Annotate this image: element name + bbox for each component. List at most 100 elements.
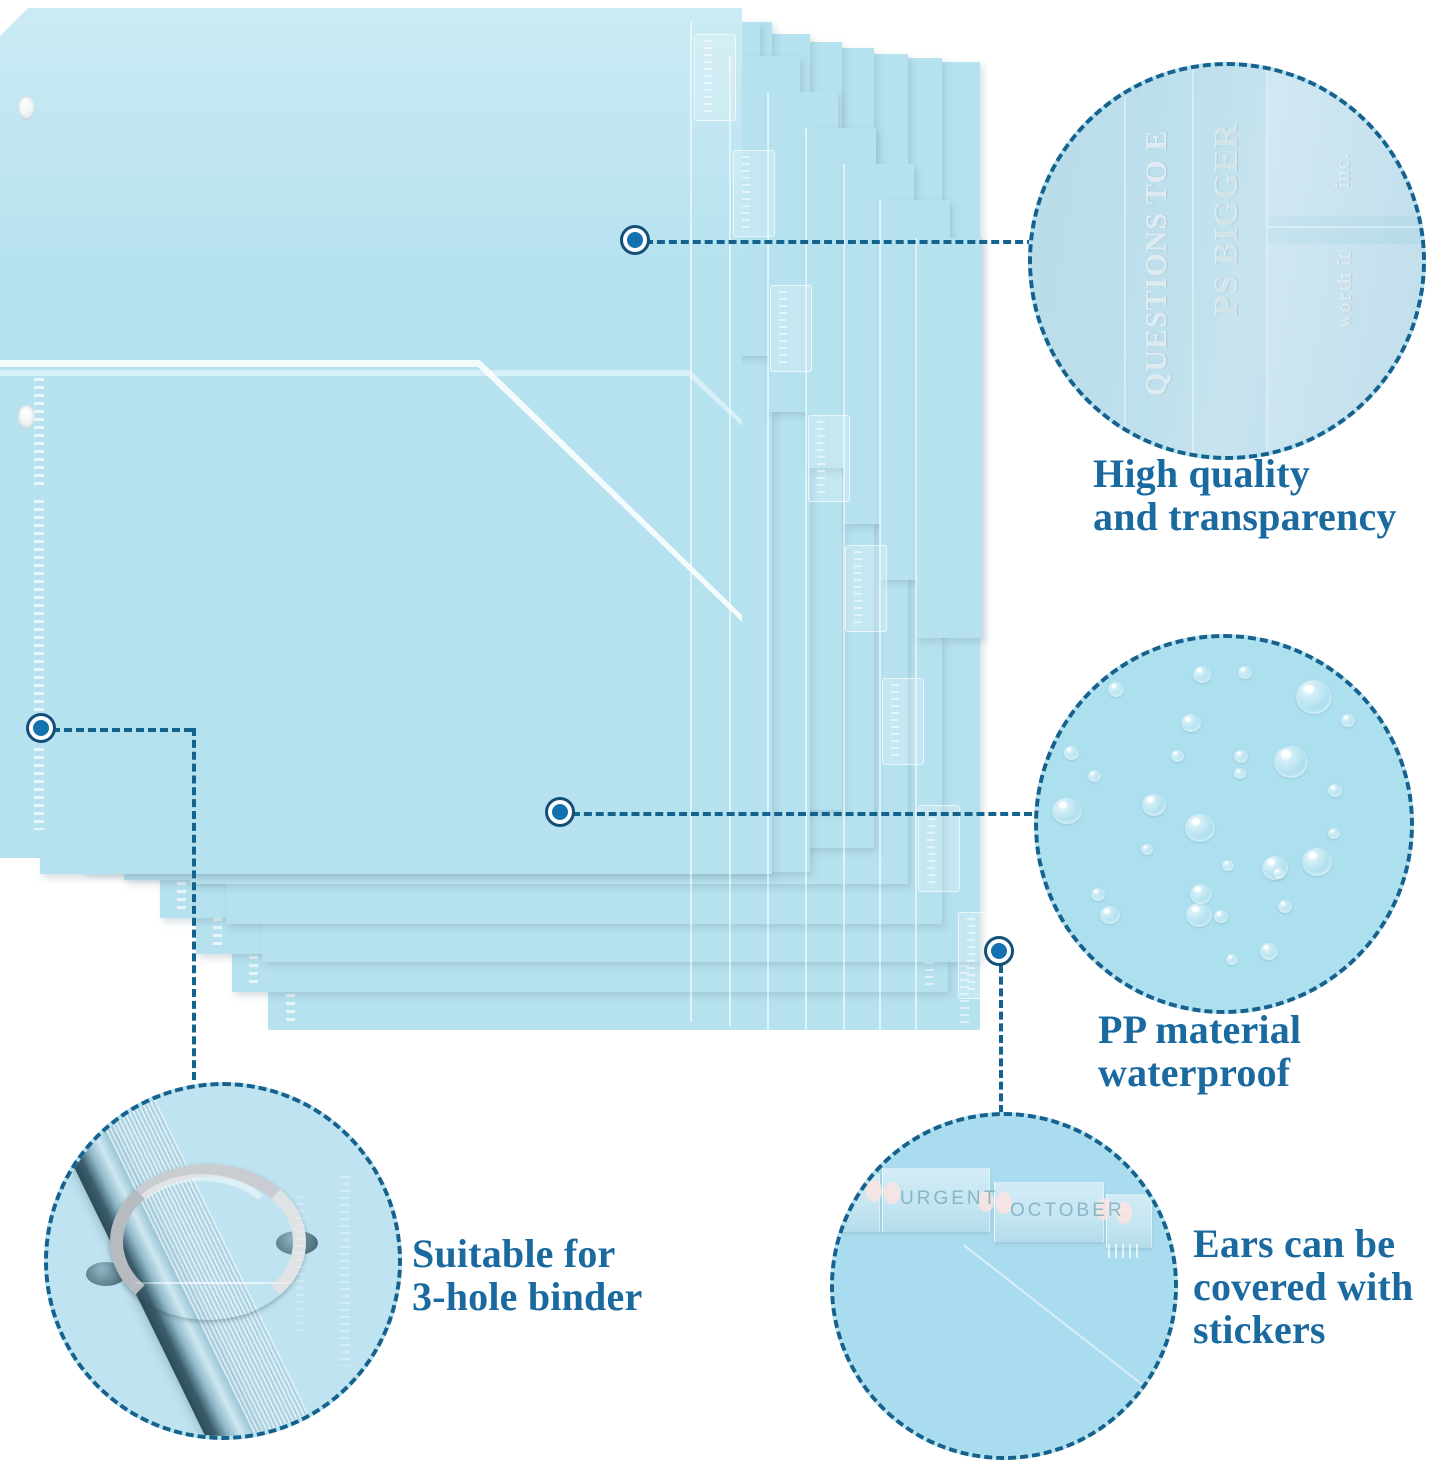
callout-circle-stickers: URGENT OCTOBER	[830, 1112, 1178, 1460]
callout-circle-waterproof	[1034, 634, 1414, 1014]
water-droplet	[1190, 884, 1212, 904]
binding-hatch-7	[249, 924, 258, 988]
caption-binder: Suitable for 3-hole binder	[412, 1231, 643, 1320]
tab-hatch-8	[960, 930, 969, 1028]
water-droplet	[1052, 798, 1082, 824]
water-droplet	[1328, 828, 1340, 839]
caption-stickers-line1: Ears can be	[1193, 1221, 1396, 1266]
water-droplet	[1341, 714, 1355, 727]
callout-circle-binder	[44, 1082, 402, 1440]
tab-scale-5	[854, 551, 862, 623]
binder-ring-highlight	[120, 1174, 284, 1300]
tab-edge-line-4	[805, 128, 807, 1033]
connector-line-right-v	[999, 965, 1003, 1113]
tab-edge-line-3	[767, 92, 769, 1032]
binding-hatch-8	[286, 962, 295, 1026]
tab-scale-1	[704, 40, 712, 112]
binder-ring-closeup-image	[48, 1086, 398, 1436]
ghost-text-worth: worth it	[1334, 251, 1356, 328]
water-droplet	[1302, 848, 1332, 876]
tab-edge-line-5	[843, 164, 845, 1034]
punch-hole-bottom	[18, 405, 35, 429]
waterproof-closeup-image	[1038, 638, 1410, 1010]
punch-hole-top	[18, 96, 35, 120]
sticker-label-urgent: URGENT	[900, 1188, 999, 1209]
caption-pp-material-line1: PP material	[1098, 1007, 1302, 1052]
water-droplet	[1260, 943, 1278, 960]
ear-notch-1	[866, 1180, 882, 1202]
ear-notch-2	[884, 1182, 900, 1204]
water-droplet	[1222, 860, 1234, 871]
water-droplet	[1278, 900, 1292, 913]
ear-scale-marks	[1108, 1244, 1142, 1258]
water-droplet	[1108, 682, 1124, 697]
callout-dot-waterproof[interactable]	[545, 797, 575, 827]
water-droplet	[1186, 903, 1212, 927]
callout-circle-transparency: QUESTIONS TO E PS BIGGER inc. worth it	[1028, 62, 1426, 460]
binding-hatch-front-upper	[34, 378, 44, 488]
tab-edge-line-1	[690, 22, 692, 1022]
tab-edge-line-6	[879, 200, 881, 1035]
caption-binder-line2: 3-hole binder	[412, 1274, 643, 1320]
ghost-vline-3	[1266, 66, 1268, 456]
ghost-vline-2	[1192, 66, 1194, 456]
water-droplet	[1234, 750, 1248, 763]
caption-stickers: Ears can be covered with stickers	[1193, 1222, 1414, 1352]
ghost-text-inc: inc.	[1332, 153, 1354, 188]
ear-notch-3	[978, 1190, 994, 1212]
ear-notch-6	[1116, 1202, 1132, 1224]
tab-scale-3	[779, 291, 787, 363]
water-droplet	[1328, 784, 1342, 797]
ghost-panel-right	[1268, 66, 1422, 216]
divider-tab-flag-7	[916, 238, 982, 638]
connector-line-left-v	[192, 728, 196, 1080]
callout-dot-binder[interactable]	[26, 713, 56, 743]
callout-dot-transparency[interactable]	[620, 225, 650, 255]
caption-stickers-line3: stickers	[1193, 1307, 1326, 1353]
tab-sticker-6	[882, 678, 924, 765]
binding-hatch-5	[177, 850, 186, 914]
caption-binder-line1: Suitable for	[412, 1231, 616, 1276]
water-droplet	[1181, 714, 1201, 732]
product-divider-stack	[0, 8, 1000, 1038]
water-droplet	[1273, 868, 1285, 879]
ghost-text-questions: QUESTIONS TO E	[1140, 129, 1173, 396]
water-droplet	[1296, 680, 1332, 714]
ghost-hline-1	[1268, 226, 1422, 228]
ear-notch-4	[996, 1192, 1012, 1214]
caption-high-quality-line1: High quality	[1093, 451, 1310, 496]
caption-high-quality-line2: and transparency	[1093, 494, 1397, 540]
connector-line-mid	[572, 812, 1032, 816]
connector-line-top	[645, 240, 1035, 244]
ghost-vline-1	[1124, 66, 1126, 456]
water-droplet	[1141, 844, 1153, 855]
tab-scale-7	[927, 811, 935, 883]
tab-scale-6	[891, 684, 899, 756]
caption-pp-material: PP material waterproof	[1098, 1007, 1302, 1096]
transparency-closeup-image: QUESTIONS TO E PS BIGGER inc. worth it	[1032, 66, 1422, 456]
sticker-ears-closeup-image: URGENT OCTOBER	[834, 1116, 1174, 1456]
water-droplet	[1142, 794, 1166, 816]
water-droplet	[1193, 666, 1211, 683]
caption-pp-material-line2: waterproof	[1098, 1050, 1291, 1096]
water-droplet	[1088, 770, 1101, 782]
water-droplet	[1091, 888, 1105, 901]
tab-edge-line-7	[915, 238, 917, 1038]
divider-scale-marks	[340, 1176, 350, 1366]
water-droplet	[1171, 750, 1184, 762]
water-droplet	[1064, 746, 1079, 760]
water-droplet	[1100, 906, 1120, 924]
divider-scale-marks-2	[296, 1196, 305, 1336]
tab-scale-8	[967, 918, 975, 990]
ghost-panel-right-2	[1268, 244, 1422, 456]
water-droplet	[1185, 814, 1215, 842]
water-droplet	[1234, 768, 1246, 779]
tab-edge-line-2	[729, 56, 731, 1026]
callout-dot-stickers[interactable]	[984, 936, 1014, 966]
tab-scale-2	[742, 156, 750, 228]
sheet-edge-arc	[134, 1282, 294, 1284]
water-droplet	[1226, 954, 1238, 965]
binding-hatch-6	[213, 886, 222, 950]
ghost-text-ps-bigger: PS BIGGER	[1208, 122, 1245, 316]
